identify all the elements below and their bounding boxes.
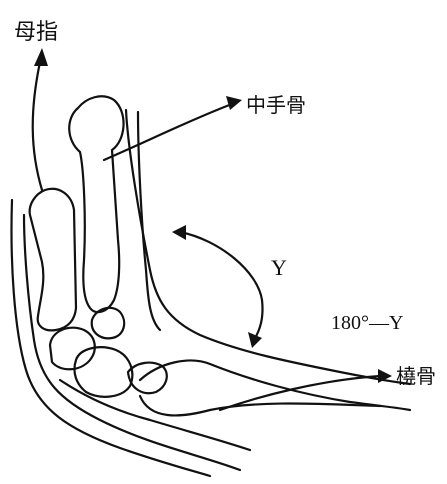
thumb-label: 母指 bbox=[14, 22, 58, 44]
radius-bone-lower bbox=[140, 396, 380, 415]
thumb-bone bbox=[30, 189, 76, 331]
angle-arrowhead-bottom bbox=[248, 332, 262, 348]
palm-contour-inner bbox=[24, 215, 240, 470]
angle-arc bbox=[180, 232, 263, 340]
radius-label: 橈骨 bbox=[396, 366, 436, 386]
metacarpal-bone bbox=[69, 96, 123, 312]
angle-y-label: Y bbox=[271, 257, 287, 279]
carpal-bone-3 bbox=[74, 347, 132, 397]
dorsal-contour bbox=[126, 110, 410, 384]
dorsal-contour-2 bbox=[138, 112, 160, 330]
metacarpal-label: 中手骨 bbox=[246, 95, 306, 115]
angle-complement-label: 180°—Y bbox=[331, 313, 403, 333]
angle-arrowhead-top bbox=[172, 225, 186, 240]
carpal-bone-1 bbox=[92, 308, 124, 338]
metacarpal-arrowhead bbox=[226, 96, 242, 110]
thumb-arrowhead bbox=[34, 48, 48, 66]
thumb-arrow bbox=[33, 62, 42, 190]
